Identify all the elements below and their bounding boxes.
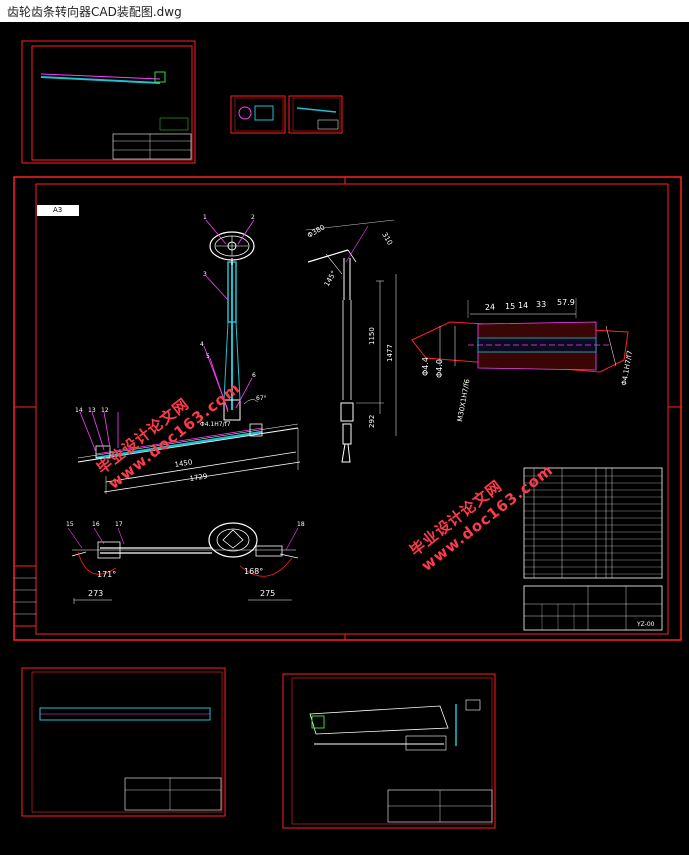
pinion-detail-view[interactable] [411, 298, 629, 373]
part-balloons-labels: 1 2 3 4 5 6 14 13 12 15 16 17 18 [66, 214, 305, 528]
column-side-view[interactable] [305, 219, 397, 463]
dim-dia-40: Φ4.0 [435, 359, 444, 378]
sheet-thumbnail-4[interactable] [21, 667, 226, 817]
cad-drawing-canvas[interactable]: 1 2 3 4 5 6 14 13 12 15 16 17 18 1450 17… [0, 22, 689, 855]
balloon-13: 13 [88, 407, 96, 414]
dim-1477: 1477 [386, 344, 394, 362]
dim-1150: 1150 [368, 327, 376, 345]
parts-list-table[interactable] [523, 467, 663, 579]
dim-292: 292 [368, 415, 376, 428]
dim-171: 171° [97, 570, 116, 579]
dim-14: 14 [518, 301, 528, 310]
sheet-thumbnail-3[interactable] [288, 95, 343, 134]
steering-column[interactable] [223, 258, 241, 421]
dim-67: 67° [256, 395, 267, 402]
balloon-6: 6 [252, 372, 256, 379]
dim-15: 15 [505, 302, 515, 311]
balloon-2: 2 [251, 214, 255, 221]
front-view-dimensions: 1450 1729 Φ4.1H7/f7 67° [174, 395, 267, 483]
rack-housing[interactable] [77, 423, 301, 494]
rack-top-view[interactable] [67, 522, 299, 604]
dim-57: 57.9 [557, 298, 575, 307]
balloon-12: 12 [101, 407, 109, 414]
main-assembly-sheet[interactable] [13, 176, 682, 641]
balloon-4: 4 [200, 341, 204, 348]
balloon-18: 18 [297, 521, 305, 528]
dim-dia-44: Φ4.4 [421, 357, 430, 376]
dim-168: 168° [244, 567, 263, 576]
cad-drawing-svg: 1 2 3 4 5 6 14 13 12 15 16 17 18 1450 17… [13, 40, 682, 829]
dim-1729: 1729 [189, 472, 208, 483]
dim-fit: Φ4.1H7/f7 [620, 350, 634, 386]
balloon-3: 3 [203, 271, 207, 278]
dim-275: 275 [260, 589, 275, 598]
balloon-16: 16 [92, 521, 100, 528]
dim-thread: M30X1H7/f6 [456, 378, 471, 422]
drawing-code: YZ-00 [636, 621, 655, 628]
parts-list-rows [524, 475, 662, 575]
dim-1450: 1450 [174, 458, 193, 469]
steering-wheel-front-view[interactable] [209, 231, 255, 261]
window-title: 齿轮齿条转向器CAD装配图.dwg [7, 5, 182, 19]
dim-310: 310 [380, 231, 394, 247]
balloon-5: 5 [206, 353, 210, 360]
sheet-thumbnail-5[interactable] [282, 673, 496, 829]
part-leaders [79, 219, 255, 453]
rack-top-view-dimensions: 171° 168° 273 275 [88, 567, 275, 598]
dim-273: 273 [88, 589, 103, 598]
title-block[interactable]: YZ-00 [523, 585, 663, 631]
sheet-thumbnail-2[interactable] [230, 95, 286, 134]
balloon-15: 15 [66, 521, 74, 528]
sheet-size-label: A3 [37, 205, 79, 216]
balloon-17: 17 [115, 521, 123, 528]
window-titlebar: 齿轮齿条转向器CAD装配图.dwg [0, 0, 689, 23]
sheet-thumbnail-1[interactable] [21, 40, 196, 164]
dim-380: Φ380 [306, 223, 326, 239]
dim-145: 145° [323, 269, 338, 288]
dim-33: 33 [536, 300, 546, 309]
side-view-dimensions: Φ380 310 145° 1150 1477 292 [306, 223, 394, 428]
balloon-1: 1 [203, 214, 207, 221]
dim-dia-4: Φ4.1H7/f7 [200, 421, 231, 428]
balloon-14: 14 [75, 407, 83, 414]
dim-24: 24 [485, 302, 496, 312]
